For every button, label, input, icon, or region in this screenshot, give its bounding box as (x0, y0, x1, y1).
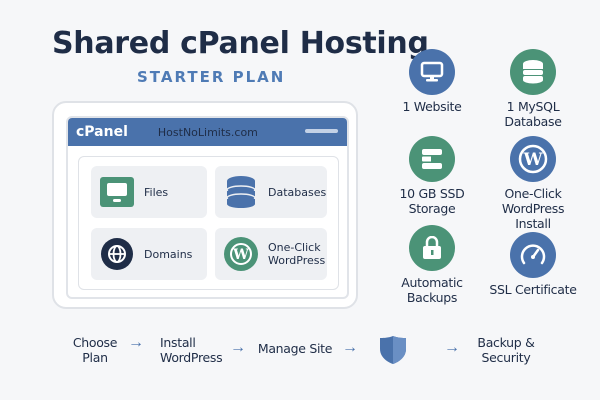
feature-mysql: 1 MySQL Database (483, 49, 583, 129)
svg-text:W: W (232, 247, 249, 263)
gauge-icon (510, 232, 556, 278)
page-title: Shared cPanel Hosting (52, 26, 429, 61)
wordpress-icon: W (510, 136, 556, 182)
tile-label: Databases (268, 185, 327, 199)
feature-label: 1 MySQL Database (504, 99, 562, 129)
feature-backups: Automatic Backups (382, 225, 482, 305)
lock-icon (409, 225, 455, 271)
arrow-icon: → (230, 339, 246, 356)
feature-label: One-Click WordPress Install (501, 186, 565, 231)
step-choose-plan: Choose Plan (72, 335, 118, 365)
tile-wordpress[interactable]: W One-Click WordPress (215, 228, 327, 280)
svg-text:W: W (522, 150, 543, 170)
plan-subtitle: STARTER PLAN (137, 68, 286, 86)
feature-label: 10 GB SSD Storage (399, 186, 465, 216)
monitor-icon (100, 175, 134, 209)
feature-label: Automatic Backups (401, 275, 463, 305)
globe-icon (100, 237, 134, 271)
feature-ssl: SSL Certificate (483, 232, 583, 297)
menu-handle-icon[interactable] (305, 129, 338, 133)
cpanel-tiles-panel: Files Databases Domains W One-Click Word… (78, 156, 339, 290)
step-manage-site: Manage Site (257, 341, 333, 356)
step-install-wordpress: Install WordPress (160, 335, 223, 365)
cpanel-window: cPanel HostNoLimits.com Files Databases (66, 116, 349, 299)
feature-website: 1 Website (382, 49, 482, 114)
tile-databases[interactable]: Databases (215, 166, 327, 218)
shield-icon (379, 335, 407, 370)
feature-storage: 10 GB SSD Storage (382, 136, 482, 216)
database-icon (224, 175, 258, 209)
monitor-icon (409, 49, 455, 95)
cpanel-logo: cPanel (76, 124, 128, 140)
tile-label: Files (144, 185, 169, 199)
cpanel-header-bar: cPanel HostNoLimits.com (68, 118, 347, 146)
feature-label: 1 Website (402, 99, 462, 114)
storage-icon (409, 136, 455, 182)
feature-label: SSL Certificate (489, 282, 577, 297)
device-frame: cPanel HostNoLimits.com Files Databases (52, 101, 358, 309)
cpanel-domain: HostNoLimits.com (157, 125, 258, 139)
tile-files[interactable]: Files (91, 166, 207, 218)
wordpress-icon: W (224, 237, 258, 271)
step-backup-security: Backup & Security (477, 335, 535, 365)
arrow-icon: → (444, 339, 460, 356)
database-icon (510, 49, 556, 95)
tile-label: One-Click WordPress (268, 241, 326, 267)
arrow-icon: → (342, 339, 358, 356)
arrow-icon: → (128, 334, 144, 351)
tile-domains[interactable]: Domains (91, 228, 207, 280)
tile-label: Domains (144, 247, 193, 261)
feature-wordpress: W One-Click WordPress Install (483, 136, 583, 231)
